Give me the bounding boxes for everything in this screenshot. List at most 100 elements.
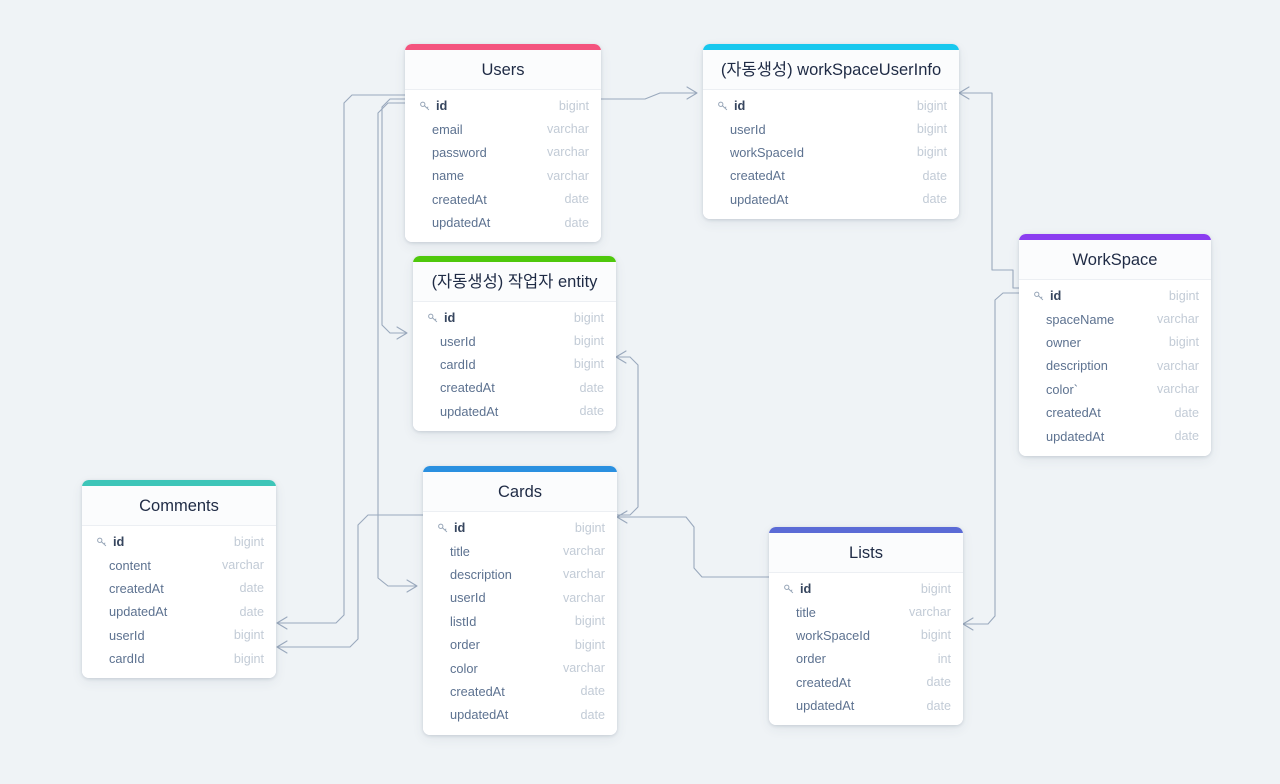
column-name: workSpaceId xyxy=(796,627,870,643)
column-left: spaceName xyxy=(1046,312,1157,327)
column-type: bigint xyxy=(233,651,264,666)
relationship-edge[interactable] xyxy=(616,356,639,516)
relationship-edge[interactable] xyxy=(959,92,1019,289)
relationship-edge[interactable] xyxy=(601,92,697,100)
table-title[interactable]: Users xyxy=(405,50,601,90)
table-title[interactable]: (자동생성) workSpaceUserInfo xyxy=(703,50,959,90)
column-type: varchar xyxy=(1157,358,1199,373)
column-type: bigint xyxy=(558,98,589,113)
table-title[interactable]: Comments xyxy=(82,486,276,526)
crow-foot-marker xyxy=(685,86,698,100)
table-title[interactable]: Lists xyxy=(769,533,963,573)
column-type: bigint xyxy=(920,581,951,596)
column-type: date xyxy=(579,380,604,395)
column-name: userId xyxy=(109,627,145,643)
column-row[interactable]: color` varchar xyxy=(1019,378,1211,401)
relationship-edge[interactable] xyxy=(277,514,423,648)
primary-key-icon xyxy=(1034,291,1044,300)
relationship-edge[interactable] xyxy=(963,292,1019,625)
relationship-edge[interactable] xyxy=(617,516,769,578)
column-type: bigint xyxy=(1168,335,1199,350)
column-left: color` xyxy=(1046,382,1157,397)
column-name: cardId xyxy=(440,356,476,372)
column-name: color` xyxy=(1046,381,1078,397)
column-left: createdAt xyxy=(796,675,926,690)
column-left: password xyxy=(432,145,547,160)
column-name: createdAt xyxy=(109,580,164,596)
column-name: updatedAt xyxy=(796,698,855,714)
column-left: updatedAt xyxy=(450,707,580,722)
column-name: cardId xyxy=(109,651,145,667)
table-title[interactable]: WorkSpace xyxy=(1019,240,1211,280)
table-title[interactable]: Cards xyxy=(423,472,617,512)
column-left: createdAt xyxy=(730,168,922,183)
column-row[interactable]: id bigint xyxy=(405,94,601,117)
column-name: id xyxy=(436,98,448,114)
column-left: id xyxy=(96,534,234,549)
column-left: userId xyxy=(440,334,574,349)
column-type: varchar xyxy=(563,661,605,676)
column-name: name xyxy=(432,168,465,184)
relationship-edge[interactable] xyxy=(381,98,407,334)
column-type: bigint xyxy=(574,520,605,535)
column-left: id xyxy=(717,98,917,113)
column-type: varchar xyxy=(1157,382,1199,397)
table-title[interactable]: (자동생성) 작업자 entity xyxy=(413,262,616,302)
column-row[interactable]: cardId bigint xyxy=(82,647,276,670)
relationship-edge[interactable] xyxy=(277,94,405,624)
column-left: owner xyxy=(1046,335,1169,350)
